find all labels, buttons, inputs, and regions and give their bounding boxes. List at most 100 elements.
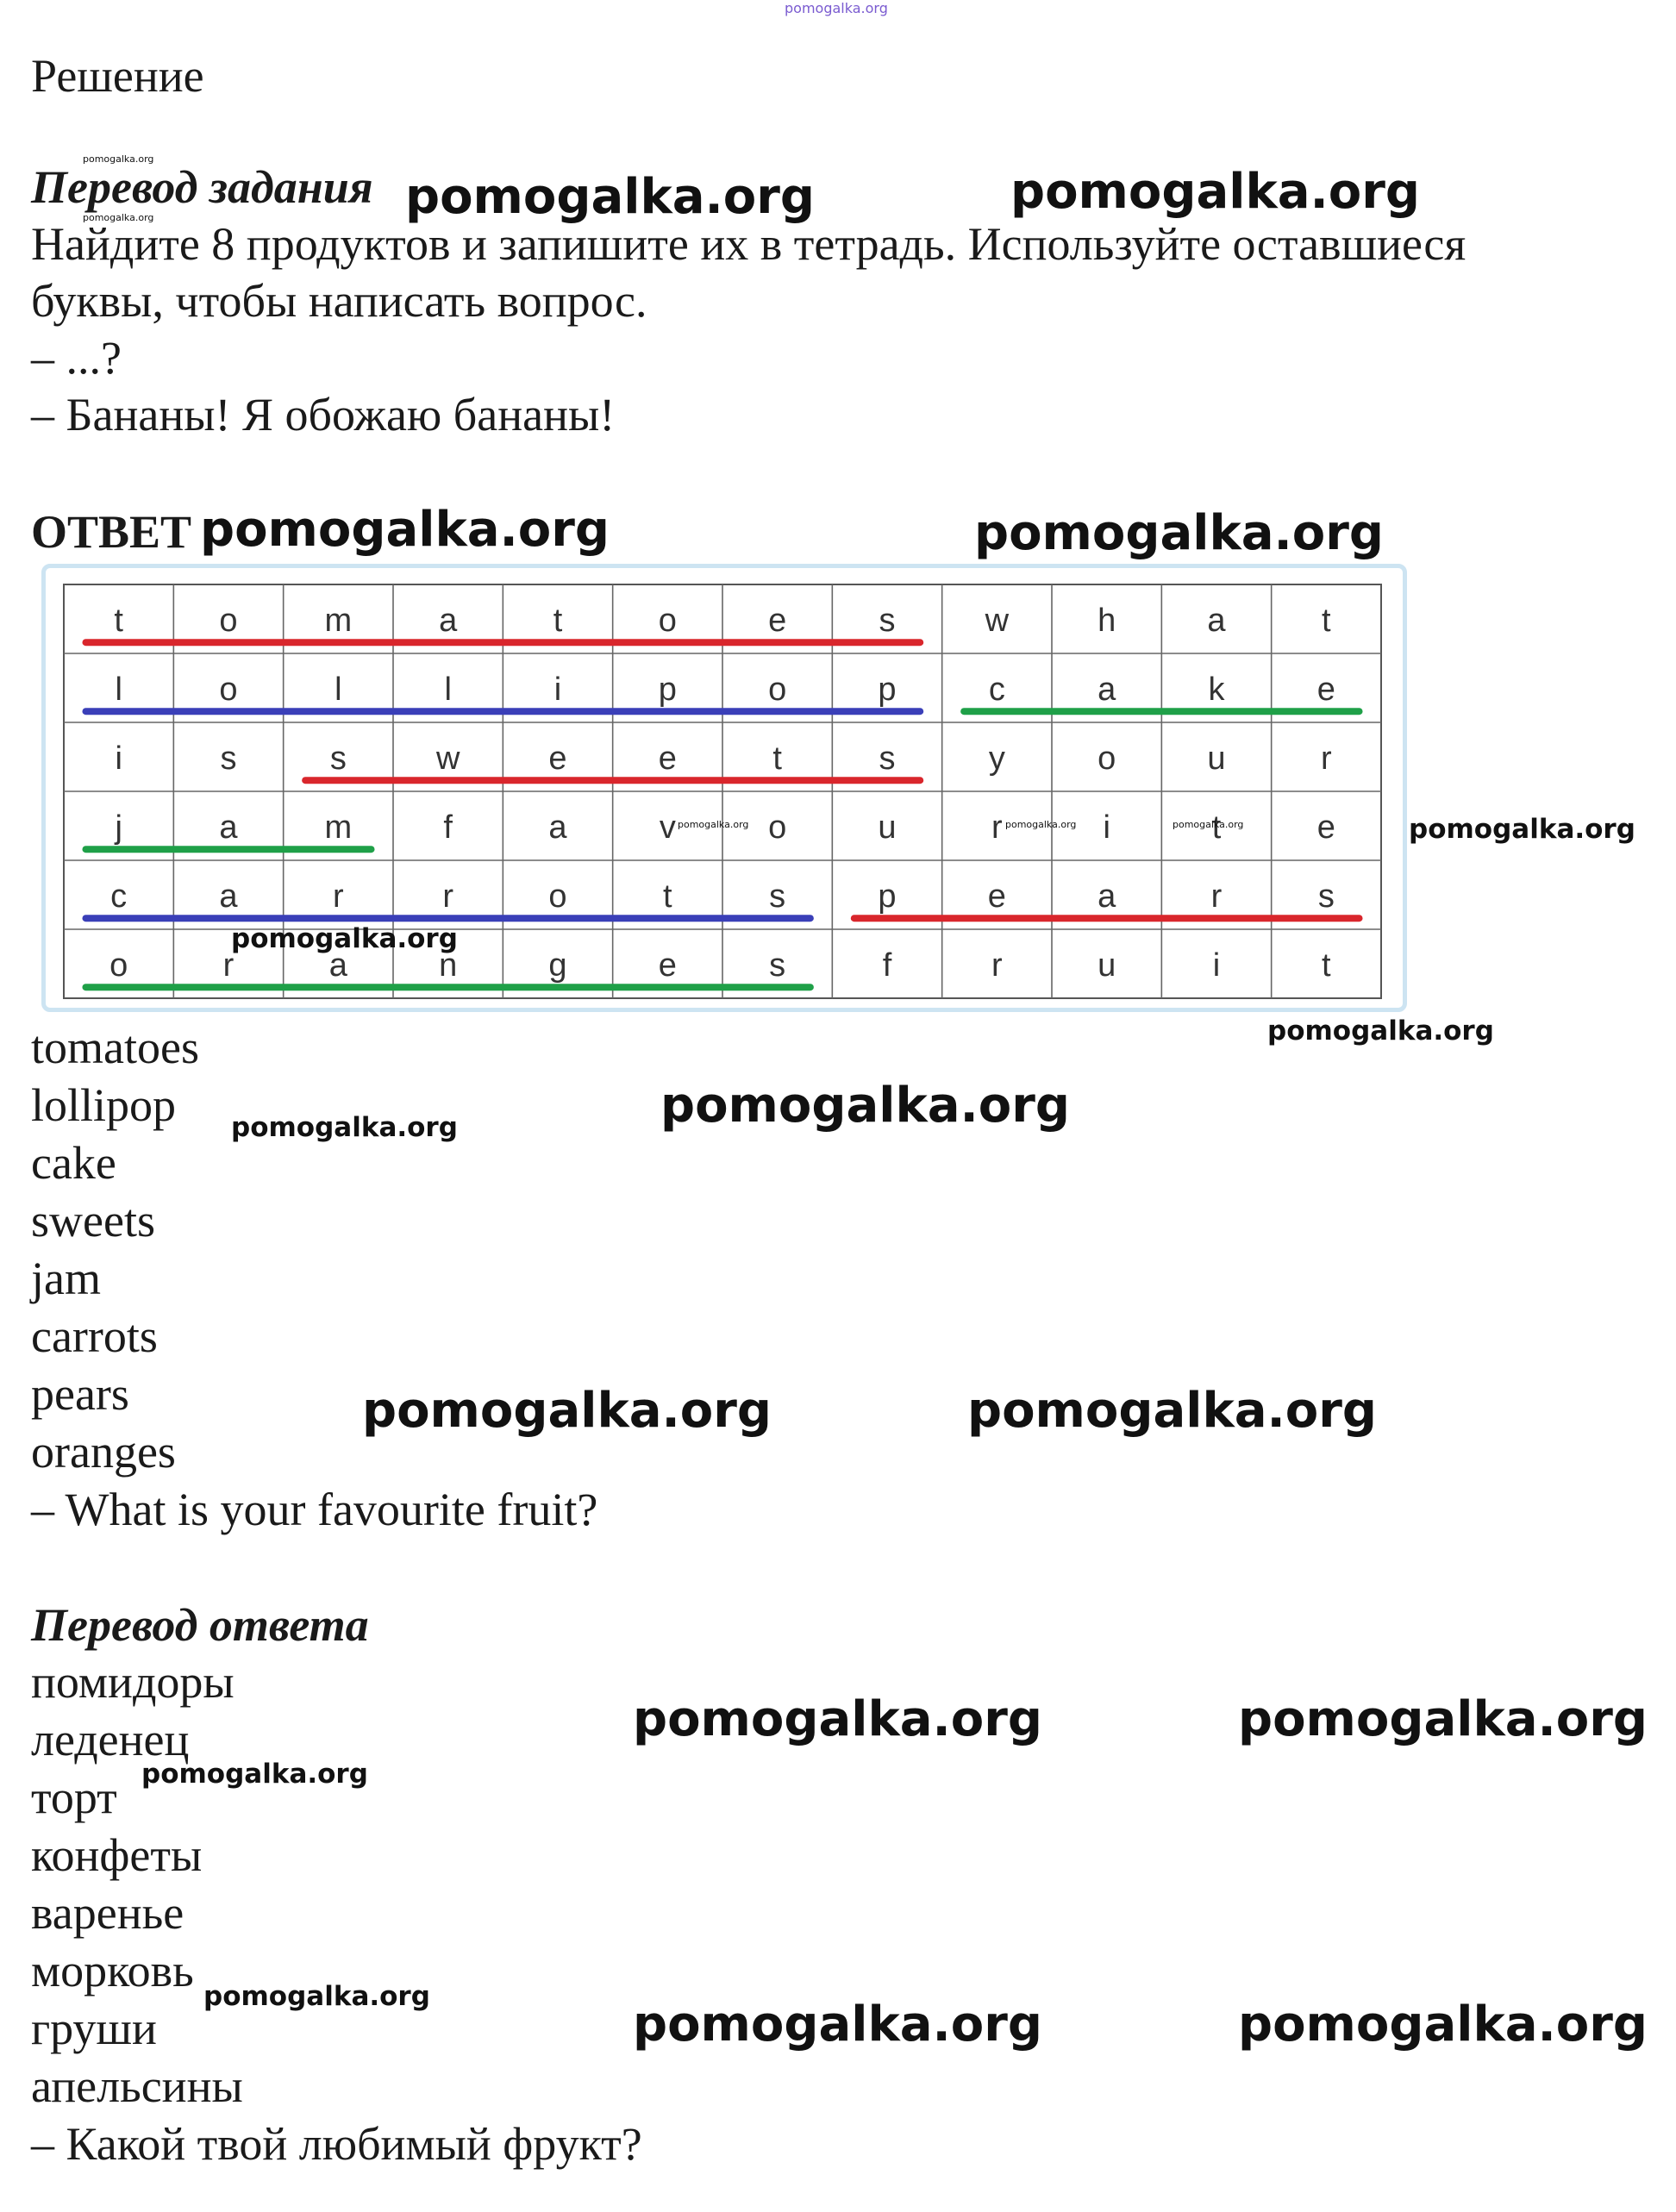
answer-word: jam [31,1253,101,1304]
grid-letter: u [1098,947,1116,984]
grid-letter: f [443,809,453,846]
watermark: pomogalka.org [967,1383,1377,1439]
translation-word: груши [31,2003,157,2054]
grid-letter: a [219,878,238,915]
translation-word: помидоры [31,1656,235,1708]
grid-letter: s [221,740,237,777]
watermark: pomogalka.org [633,1996,1042,2053]
grid-letter: o [548,878,566,915]
grid-letter: l [444,672,451,708]
grid-letter: e [659,740,677,777]
translation-word: варенье [31,1887,184,1939]
watermark: pomogalka.org [1238,1996,1648,2053]
grid-letter: t [663,878,672,915]
watermark: pomogalka.org [1005,819,1077,830]
watermark: pomogalka.org [231,923,458,954]
watermark: pomogalka.org [362,1383,772,1439]
watermark: pomogalka.org [83,212,154,223]
watermark: pomogalka.org [1267,1015,1494,1047]
grid-letter: n [439,947,457,984]
watermark: pomogalka.org [1409,814,1635,845]
grid-letter: u [878,809,896,846]
grid-letter: w [435,740,460,777]
grid-letter: y [989,740,1005,777]
translation-word: торт [31,1771,117,1823]
answer-word: sweets [31,1195,155,1247]
grid-letter: r [1321,740,1332,777]
grid-letter: o [1098,740,1116,777]
grid-letter: l [335,672,341,708]
answer-word: cake [31,1137,116,1189]
grid-letter: s [769,947,785,984]
grid-letter: a [219,809,238,846]
answer-word: pears [31,1368,129,1420]
grid-letter: o [768,672,786,708]
grid-letter: l [115,672,122,708]
grid-letter: a [439,603,458,639]
answer-word: carrots [31,1310,158,1362]
translation-question: – Какой твой любимый фрукт? [31,2118,642,2170]
grid-letter: e [1317,809,1335,846]
answer-question: – What is your favourite fruit? [31,1484,598,1535]
translation-word: леденец [31,1714,190,1765]
watermark: pomogalka.org [231,1112,458,1143]
grid-letter: a [548,809,567,846]
watermark: pomogalka.org [1173,819,1244,830]
translation-word: морковь [31,1945,194,1996]
grid-letter: t [1322,947,1331,984]
grid-letter: r [333,878,344,915]
grid-letter: r [1211,878,1223,915]
task-line-4: – Бананы! Я обожаю бананы! [31,389,616,441]
answer-word: tomatoes [31,1022,199,1073]
grid-letter: i [1213,947,1220,984]
grid-letter: a [1098,878,1116,915]
watermark: pomogalka.org [141,1759,368,1790]
watermark: pomogalka.org [678,819,749,830]
grid-letter: r [991,947,1003,984]
watermark: pomogalka.org [203,1981,430,2012]
grid-letter: v [660,809,676,846]
grid-letter: o [219,603,237,639]
grid-letter: s [879,603,896,639]
grid-letter: o [219,672,237,708]
grid-letter: p [659,672,677,708]
grid-letter: t [1322,603,1331,639]
task-line-2: буквы, чтобы написать вопрос. [31,275,647,327]
grid-letter: h [1098,603,1116,639]
translation-word: конфеты [31,1829,203,1881]
watermark: pomogalka.org [405,169,815,225]
watermark: pomogalka.org [1238,1691,1648,1747]
grid-letter: s [1318,878,1335,915]
grid-letter: u [1207,740,1225,777]
task-line-3: – ...? [31,332,122,384]
grid-letter: r [991,809,1003,846]
grid-letter: a [1098,672,1116,708]
grid-letter: e [768,603,786,639]
grid-letter: r [223,947,235,984]
grid-letter: t [1212,809,1222,846]
translation-word: апельсины [31,2060,243,2112]
grid-letter: m [325,809,353,846]
grid-letter: f [883,947,892,984]
grid-letter: i [115,740,122,777]
watermark: pomogalka.org [660,1078,1070,1134]
watermark: pomogalka.org [83,153,154,165]
grid-letter: t [114,603,123,639]
grid-letter: s [769,878,785,915]
grid-letter: r [442,878,453,915]
grid-letter: i [1103,809,1110,846]
grid-letter: p [878,672,896,708]
grid-letter: c [989,672,1005,708]
grid-letter: o [109,947,128,984]
grid-letter: i [554,672,561,708]
grid-letter: s [330,740,347,777]
grid-letter: p [878,878,896,915]
header-watermark: pomogalka.org [785,0,888,16]
watermark: pomogalka.org [633,1691,1042,1747]
grid-letter: t [553,603,563,639]
grid-letter: o [768,809,786,846]
grid-letter: e [659,947,677,984]
grid-letter: w [985,603,1010,639]
watermark: pomogalka.org [200,502,610,558]
